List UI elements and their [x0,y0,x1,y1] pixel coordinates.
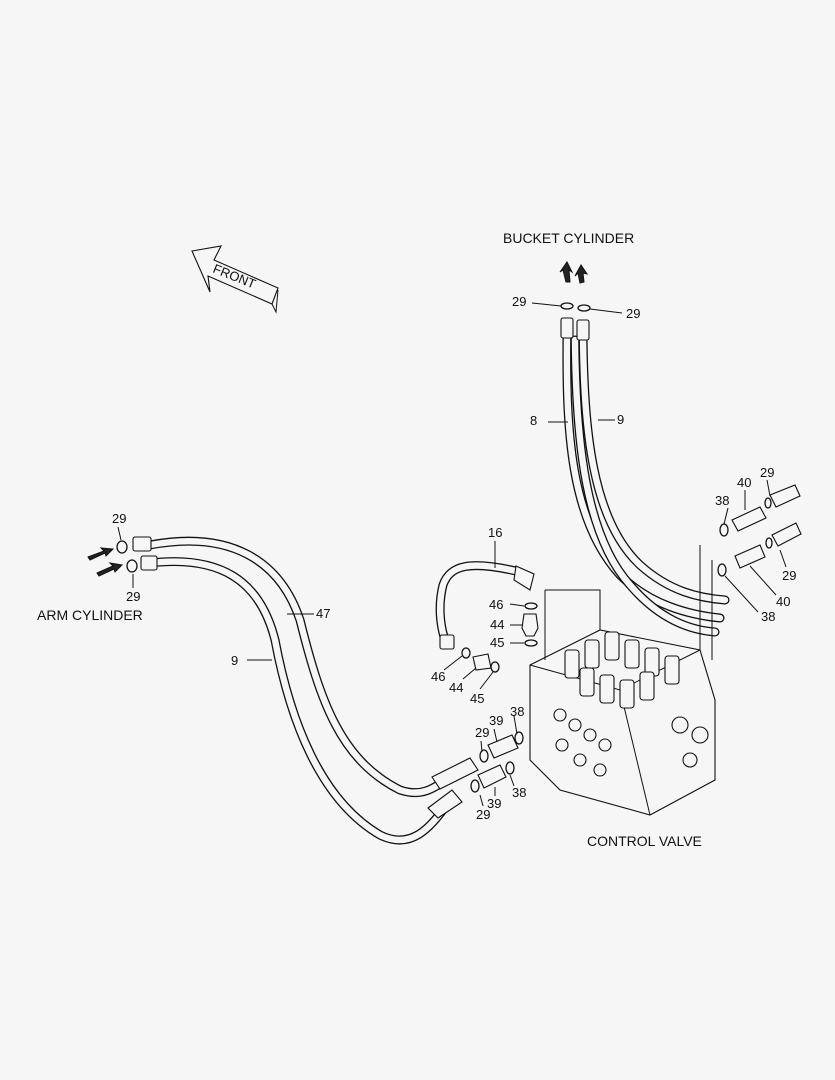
callout-9: 9 [617,412,624,427]
callout-47: 47 [316,606,330,621]
right-fittings [699,484,802,670]
leader-lines [117,302,787,807]
callout-29: 29 [126,589,140,604]
callout-46: 46 [431,669,445,684]
callout-29: 29 [760,465,774,480]
callout-45: 45 [490,635,504,650]
callout-9: 9 [231,653,238,668]
callout-8: 8 [530,413,537,428]
arm-cylinder-title: ARM CYLINDER [37,607,143,623]
bucket-flow-arrows [559,261,589,284]
bucket-cylinder-title: BUCKET CYLINDER [503,230,634,246]
arm-flow-arrows [87,547,124,577]
callout-44: 44 [449,680,463,695]
control-valve [529,589,716,816]
callout-29: 29 [476,807,490,822]
arm-hoses [116,536,479,845]
control-valve-title: CONTROL VALVE [587,833,702,849]
callout-16: 16 [488,525,502,540]
callout-38: 38 [512,785,526,800]
callout-29: 29 [512,294,526,309]
middle-fittings [470,731,524,793]
callout-39: 39 [489,713,503,728]
callout-38: 38 [761,609,775,624]
hose-16 [435,561,539,673]
callout-29: 29 [626,306,640,321]
callout-46: 46 [489,597,503,612]
callout-39: 39 [487,796,501,811]
bucket-hoses [560,302,730,637]
callout-40: 40 [776,594,790,609]
callout-29: 29 [782,568,796,583]
callouts: 29 29 8 9 29 29 47 9 16 46 44 45 46 44 4… [112,294,796,822]
callout-29: 29 [112,511,126,526]
front-arrow: FRONT [191,245,279,314]
callout-44: 44 [490,617,504,632]
callout-38: 38 [715,493,729,508]
callout-40: 40 [737,475,751,490]
callout-38: 38 [510,704,524,719]
callout-29: 29 [475,725,489,740]
callout-45: 45 [470,691,484,706]
